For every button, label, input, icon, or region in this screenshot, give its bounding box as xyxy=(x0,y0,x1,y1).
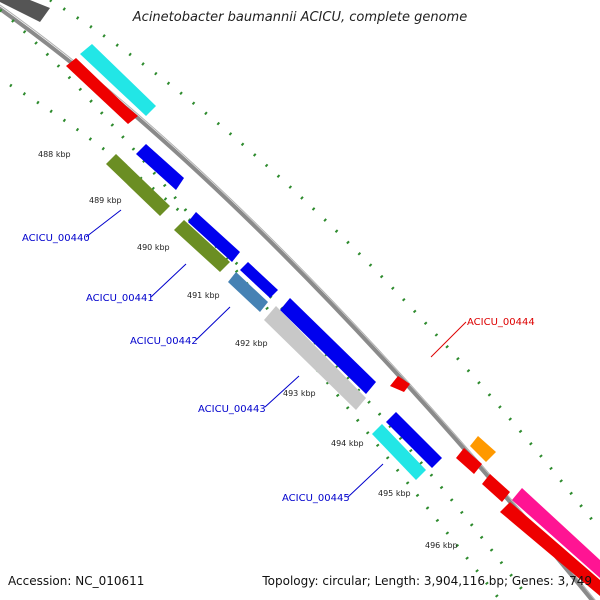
guide-arc-outer-1 xyxy=(49,0,600,531)
leader-line-00445 xyxy=(347,463,384,498)
genome-summary: Topology: circular; Length: 3,904,116 bp… xyxy=(262,574,592,588)
leader-line-00443 xyxy=(264,375,300,408)
gene-arrow-red-small[interactable] xyxy=(390,376,410,392)
gene-arrow-olive-2[interactable] xyxy=(174,220,230,272)
gene-arrow-cyan[interactable] xyxy=(80,44,156,116)
gene-arrow-pink[interactable] xyxy=(512,488,600,578)
tick-label: 493 kbp xyxy=(283,389,316,398)
gene-label-ACICU_00445[interactable]: ACICU_00445 xyxy=(282,493,350,504)
gene-arrow-red-2[interactable] xyxy=(456,448,482,474)
gene-arrow-steel[interactable] xyxy=(228,272,268,312)
gene-label-ACICU_00441[interactable]: ACICU_00441 xyxy=(86,293,154,304)
gene-arrow-blue-5[interactable] xyxy=(386,412,442,468)
gene-arrow-gray-top[interactable] xyxy=(0,0,50,22)
gene-leader-lines xyxy=(85,209,467,498)
tick-labels: 488 kbp 489 kbp 490 kbp 491 kbp 492 kbp … xyxy=(38,150,458,550)
gene-arrow-blue-3[interactable] xyxy=(240,262,278,298)
leader-line-00441 xyxy=(150,263,187,298)
tick-label: 491 kbp xyxy=(187,291,220,300)
gene-arrow-orange[interactable] xyxy=(470,436,496,462)
gene-label-ACICU_00440[interactable]: ACICU_00440 xyxy=(22,233,90,244)
guide-arc-outer-2 xyxy=(9,83,532,600)
gene-labels: ACICU_00440 ACICU_00441 ACICU_00442 ACIC… xyxy=(22,233,535,504)
tick-label: 490 kbp xyxy=(137,243,170,252)
gene-arrow-blue-1[interactable] xyxy=(136,144,184,190)
guide-arc-inner xyxy=(0,8,502,600)
gene-arrow-blue-2[interactable] xyxy=(188,212,240,262)
leader-line-00440 xyxy=(85,209,122,238)
tick-label: 494 kbp xyxy=(331,439,364,448)
leader-line-00442 xyxy=(195,306,231,341)
tick-label: 495 kbp xyxy=(378,489,411,498)
gene-arrow-red-1[interactable] xyxy=(66,58,138,124)
tick-label: 488 kbp xyxy=(38,150,71,159)
genome-title: Acinetobacter baumannii ACICU, complete … xyxy=(132,10,468,25)
tick-label: 496 kbp xyxy=(425,541,458,550)
gene-label-ACICU_00442[interactable]: ACICU_00442 xyxy=(130,336,198,347)
gene-arrow-olive-1[interactable] xyxy=(106,154,170,216)
gene-arrow-red-4[interactable] xyxy=(500,502,600,596)
tick-label: 492 kbp xyxy=(235,339,268,348)
gene-arrow-red-3[interactable] xyxy=(482,474,510,502)
tick-label: 489 kbp xyxy=(89,196,122,205)
gene-arrow-cyan-2[interactable] xyxy=(372,424,426,480)
leader-line-00444 xyxy=(430,321,467,358)
gene-arrow-blue-4[interactable] xyxy=(280,298,376,394)
gene-label-ACICU_00444[interactable]: ACICU_00444 xyxy=(467,317,535,328)
accession-label: Accession: NC_010611 xyxy=(8,574,145,588)
gene-arrow-gray[interactable] xyxy=(264,306,366,410)
gene-label-ACICU_00443[interactable]: ACICU_00443 xyxy=(198,404,266,415)
